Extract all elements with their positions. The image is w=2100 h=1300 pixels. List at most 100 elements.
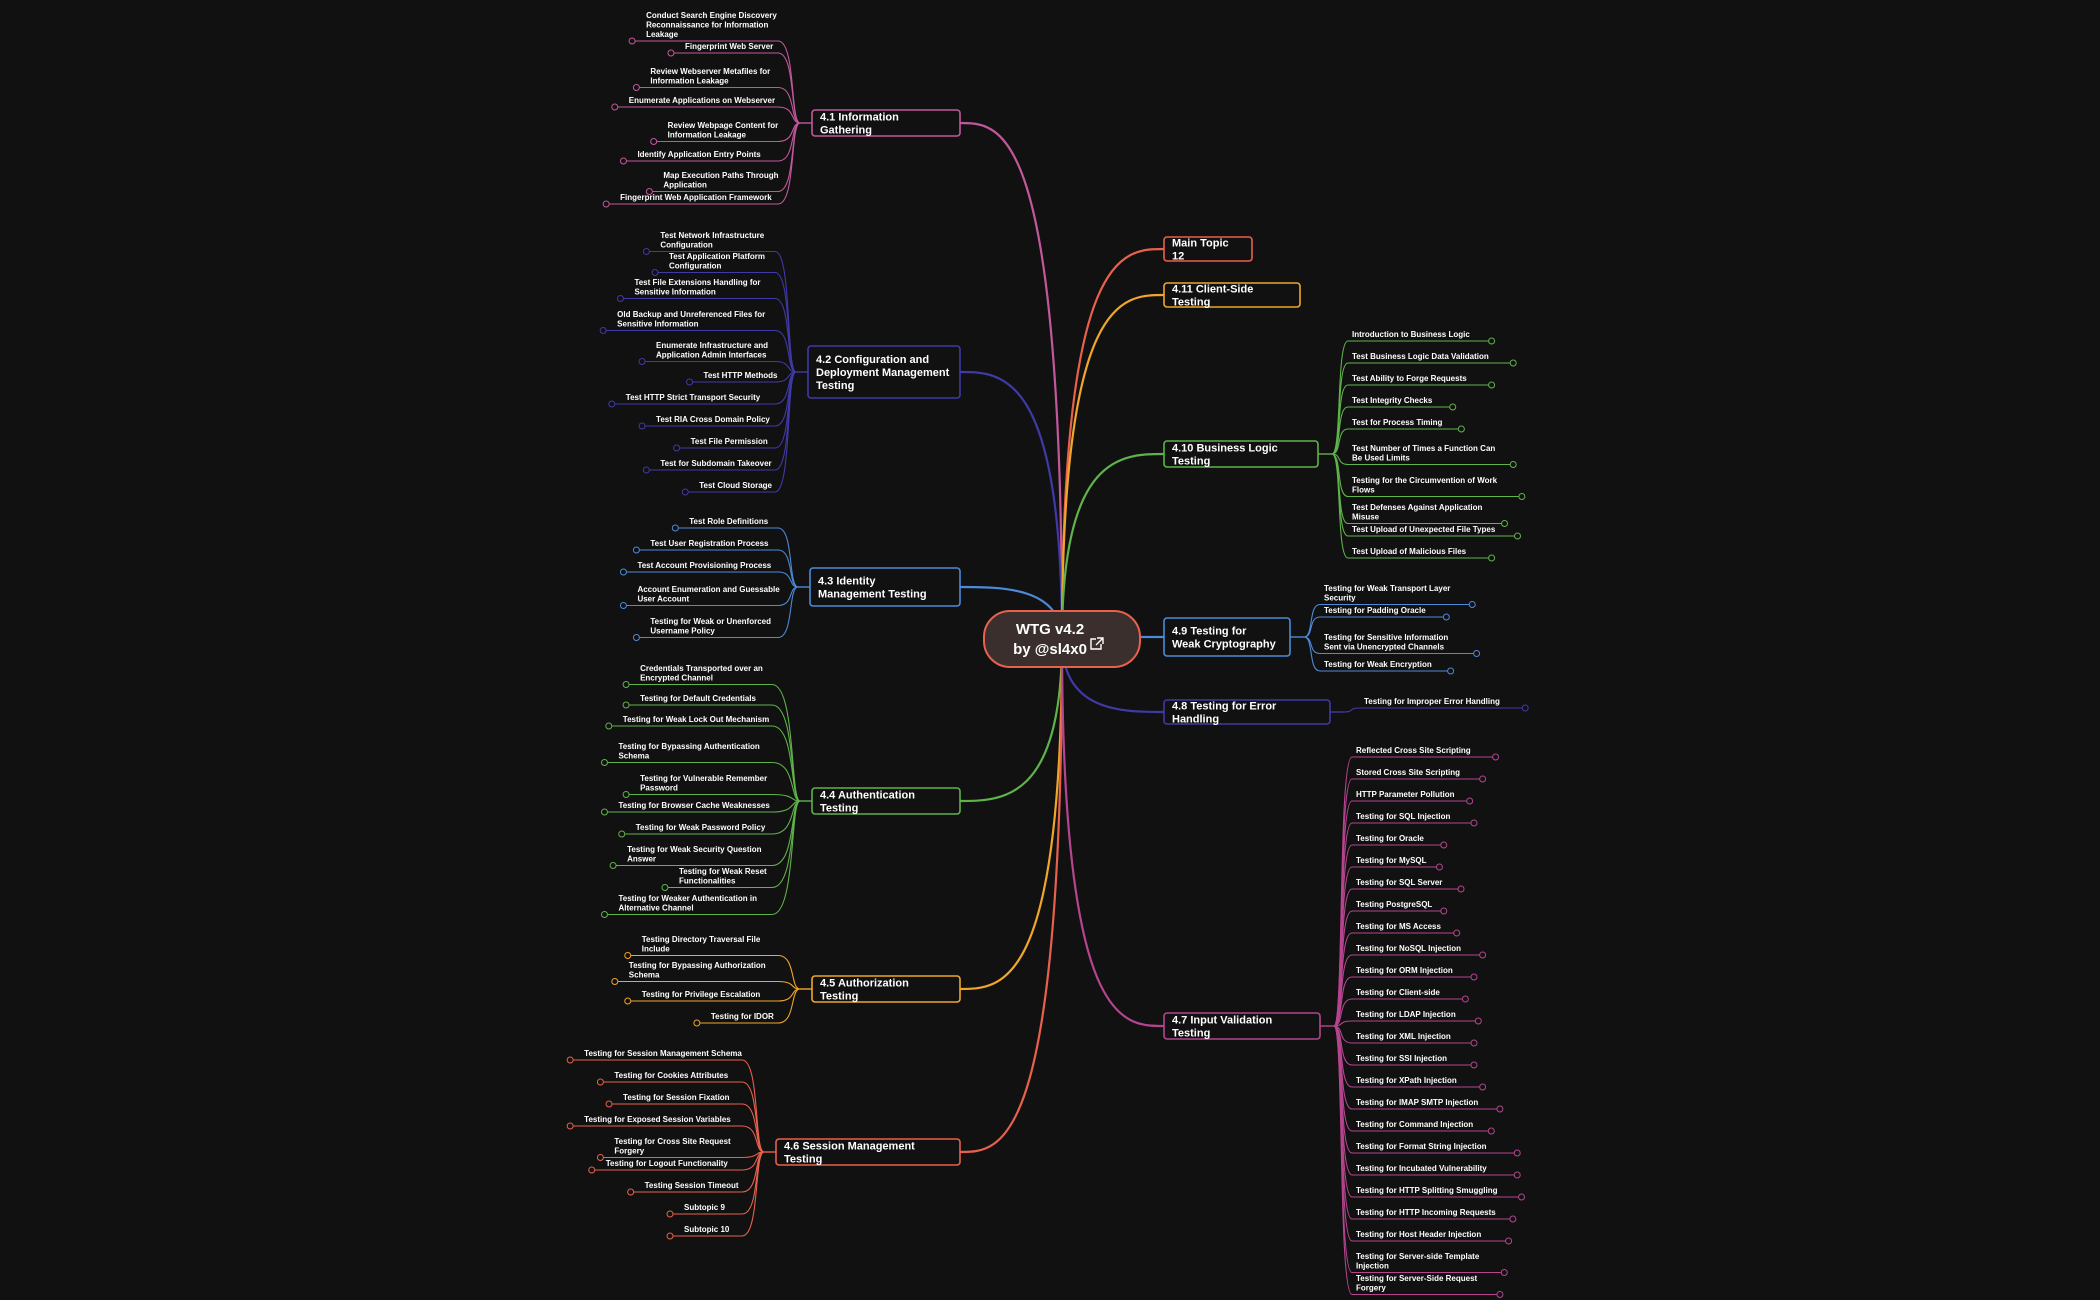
topic-box[interactable]	[1163, 282, 1301, 308]
expand-circle-icon[interactable]	[596, 1078, 604, 1086]
subtopic-node[interactable]: Testing for Default Credentials	[622, 694, 772, 709]
expand-circle-icon[interactable]	[619, 568, 627, 576]
central-node[interactable]: WTG v4.2by @sl4x0	[983, 610, 1141, 668]
expand-circle-icon[interactable]	[671, 524, 679, 532]
subtopic-node[interactable]: Testing for XML Injection	[1352, 1032, 1478, 1047]
expand-circle-icon[interactable]	[566, 1122, 574, 1130]
expand-circle-icon[interactable]	[693, 1019, 701, 1027]
expand-circle-icon[interactable]	[632, 84, 640, 91]
expand-circle-icon[interactable]	[1509, 461, 1517, 468]
subtopic-node[interactable]: Testing for HTTP Splitting Smuggling	[1352, 1186, 1526, 1201]
subtopic-node[interactable]: Test File Permission	[673, 437, 775, 452]
subtopic-node[interactable]: Testing for Privilege Escalation	[624, 990, 778, 1005]
subtopic-node[interactable]: Test Upload of Unexpected File Types	[1348, 525, 1522, 540]
subtopic-node[interactable]: Testing for Weak Lock Out Mechanism	[605, 715, 772, 730]
subtopic-node[interactable]: Testing for Format String Injection	[1352, 1142, 1521, 1157]
expand-circle-icon[interactable]	[627, 1188, 635, 1196]
expand-circle-icon[interactable]	[686, 378, 694, 386]
expand-circle-icon[interactable]	[632, 546, 640, 554]
topic-box[interactable]	[811, 109, 961, 137]
subtopic-node[interactable]: Testing for Host Header Injection	[1352, 1230, 1513, 1245]
expand-circle-icon[interactable]	[645, 188, 653, 195]
subtopic-node[interactable]: Testing for SSI Injection	[1352, 1054, 1478, 1069]
subtopic-node[interactable]: HTTP Parameter Pollution	[1352, 790, 1474, 805]
expand-circle-icon[interactable]	[1453, 929, 1461, 937]
topic-box[interactable]	[1163, 1012, 1321, 1040]
expand-circle-icon[interactable]	[566, 1056, 574, 1064]
topic-box[interactable]	[1163, 699, 1331, 725]
topic-box[interactable]	[811, 975, 961, 1003]
expand-circle-icon[interactable]	[1488, 337, 1496, 345]
topic-box[interactable]	[1163, 617, 1291, 657]
expand-circle-icon[interactable]	[1488, 381, 1496, 389]
subtopic-node[interactable]: Test Upload of Malicious Files	[1348, 547, 1496, 562]
expand-circle-icon[interactable]	[609, 862, 617, 869]
central-box[interactable]	[983, 610, 1141, 668]
subtopic-node[interactable]: Fingerprint Web Server	[667, 42, 778, 57]
expand-circle-icon[interactable]	[1466, 797, 1474, 805]
expand-circle-icon[interactable]	[599, 327, 607, 334]
expand-circle-icon[interactable]	[1500, 1269, 1508, 1276]
expand-circle-icon[interactable]	[622, 681, 630, 688]
expand-circle-icon[interactable]	[1435, 863, 1443, 871]
expand-circle-icon[interactable]	[1488, 554, 1496, 562]
subtopic-node[interactable]: Subtopic 10	[666, 1225, 742, 1240]
subtopic-node[interactable]: Enumerate Applications on Webserver	[611, 96, 778, 111]
subtopic-node[interactable]: Testing for IMAP SMTP Injection	[1352, 1098, 1504, 1113]
expand-circle-icon[interactable]	[1468, 601, 1476, 608]
expand-circle-icon[interactable]	[632, 634, 640, 641]
expand-circle-icon[interactable]	[638, 422, 646, 430]
subtopic-node[interactable]: Testing for SQL Server	[1352, 878, 1465, 893]
expand-circle-icon[interactable]	[1457, 885, 1465, 893]
expand-circle-icon[interactable]	[1479, 775, 1487, 783]
expand-circle-icon[interactable]	[588, 1166, 596, 1174]
expand-circle-icon[interactable]	[600, 911, 608, 918]
expand-circle-icon[interactable]	[667, 49, 675, 57]
subtopic-node[interactable]: Testing for Browser Cache Weaknesses	[600, 801, 772, 816]
subtopic-node[interactable]: Testing for Exposed Session Variables	[566, 1115, 742, 1130]
expand-circle-icon[interactable]	[596, 1154, 604, 1161]
expand-circle-icon[interactable]	[1514, 532, 1522, 540]
subtopic-node[interactable]: Subtopic 9	[666, 1203, 742, 1218]
expand-circle-icon[interactable]	[1509, 359, 1517, 367]
subtopic-node[interactable]: Testing for Command Injection	[1352, 1120, 1495, 1135]
expand-circle-icon[interactable]	[1487, 1127, 1495, 1135]
expand-circle-icon[interactable]	[611, 103, 619, 111]
subtopic-node[interactable]: Test HTTP Methods	[686, 371, 778, 386]
expand-circle-icon[interactable]	[1509, 1215, 1517, 1223]
subtopic-node[interactable]: Testing for Session Fixation	[605, 1093, 742, 1108]
subtopic-node[interactable]: Test Business Logic Data Validation	[1348, 352, 1517, 367]
expand-circle-icon[interactable]	[1470, 1061, 1478, 1069]
subtopic-node[interactable]: Reflected Cross Site Scripting	[1352, 746, 1500, 761]
expand-circle-icon[interactable]	[628, 37, 636, 45]
expand-circle-icon[interactable]	[651, 269, 659, 276]
subtopic-node[interactable]: Testing for IDOR	[693, 1012, 778, 1027]
expand-circle-icon[interactable]	[611, 978, 619, 985]
subtopic-node[interactable]: Testing for Client-side	[1352, 988, 1469, 1003]
subtopic-node[interactable]: Testing for HTTP Incoming Requests	[1352, 1208, 1517, 1223]
subtopic-node[interactable]: Test Ability to Forge Requests	[1348, 374, 1496, 389]
subtopic-node[interactable]: Test User Registration Process	[632, 539, 778, 554]
subtopic-node[interactable]: Test for Subdomain Takeover	[642, 459, 775, 474]
expand-circle-icon[interactable]	[616, 295, 624, 302]
